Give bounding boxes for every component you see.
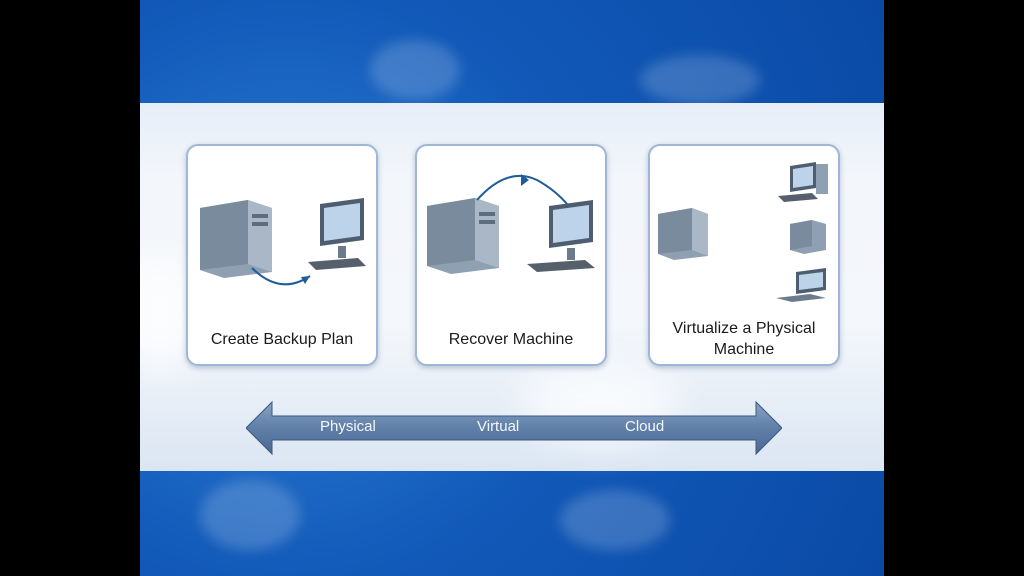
- arrowhead-icon: [301, 276, 310, 284]
- spectrum-arrow: Physical Virtual Cloud: [246, 398, 782, 458]
- spectrum-label-virtual: Virtual: [477, 418, 520, 435]
- card-create-backup-plan[interactable]: Create Backup Plan: [186, 144, 378, 366]
- double-arrow-icon: [246, 400, 782, 456]
- arrowhead-icon: [521, 174, 529, 186]
- bokeh-light: [560, 490, 670, 550]
- card-illustration: [658, 162, 828, 302]
- spectrum-label-physical: Physical: [320, 418, 376, 435]
- card-recover-machine[interactable]: Recover Machine: [415, 144, 607, 366]
- server-icon: [200, 200, 272, 278]
- spectrum-label-cloud: Cloud: [625, 418, 665, 435]
- card-virtualize-physical-machine[interactable]: Virtualize a Physical Machine: [648, 144, 840, 366]
- card-label: Create Backup Plan: [210, 331, 354, 348]
- card-illustration: [427, 174, 595, 274]
- slide: Create Backup Plan Recover Machine: [140, 0, 884, 576]
- workstation-icon: [778, 162, 828, 202]
- card-illustration: [200, 198, 366, 286]
- card-label: Recover Machine: [448, 331, 574, 348]
- bokeh-light: [200, 480, 300, 550]
- bokeh-light: [370, 40, 460, 100]
- card-label: Virtualize a Physical Machine: [672, 320, 816, 358]
- workstation-icon: [308, 198, 366, 270]
- laptop-icon: [776, 268, 826, 302]
- server-icon: [790, 220, 826, 254]
- workstation-icon: [527, 200, 595, 272]
- bokeh-light: [640, 55, 760, 105]
- curved-arrow-icon: [476, 175, 568, 205]
- server-icon: [658, 208, 708, 260]
- server-icon: [427, 198, 499, 274]
